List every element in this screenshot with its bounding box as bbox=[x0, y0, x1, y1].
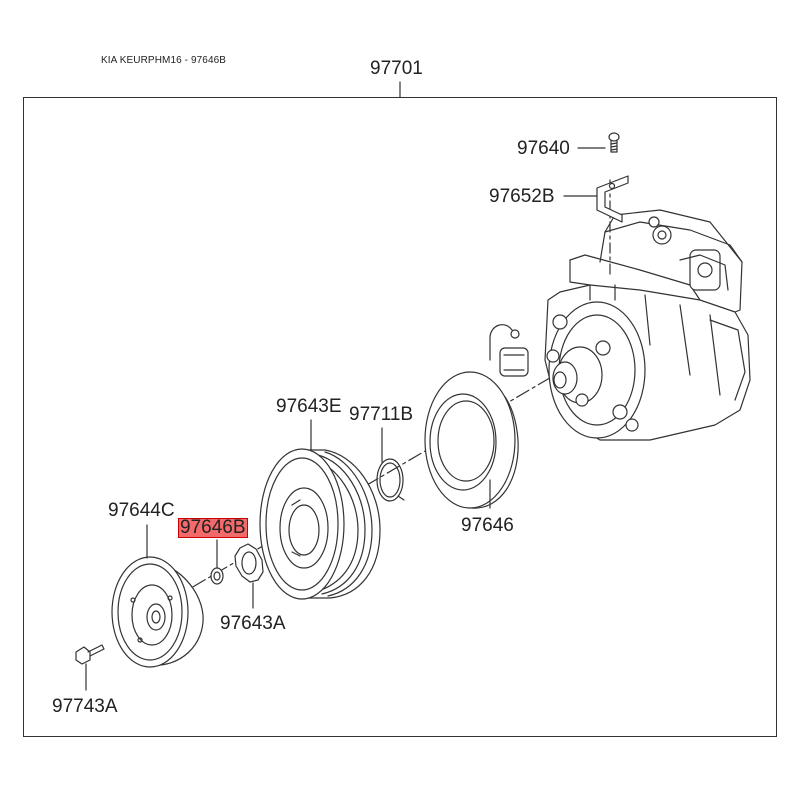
diagram-caption: KIA KEURPHM16 - 97646B bbox=[101, 55, 227, 66]
label-screw-top[interactable]: 97640 bbox=[517, 138, 570, 159]
bracket-illustration bbox=[596, 175, 629, 223]
label-shim-washer[interactable]: 97643A bbox=[220, 613, 286, 634]
compressor-illustration bbox=[544, 209, 751, 441]
screw-illustration bbox=[608, 132, 620, 153]
bolt-illustration bbox=[75, 644, 105, 665]
label-pulley[interactable]: 97643E bbox=[276, 396, 342, 417]
coil-illustration bbox=[424, 324, 529, 509]
assembly-part-number: 97701 bbox=[370, 58, 423, 79]
label-bracket[interactable]: 97652B bbox=[489, 186, 555, 207]
label-field-coil[interactable]: 97646 bbox=[461, 515, 514, 536]
hub-illustration bbox=[111, 556, 204, 668]
shim-illustration bbox=[234, 543, 264, 583]
label-highlighted-part[interactable]: 97646B bbox=[178, 517, 248, 538]
label-snap-ring[interactable]: 97711B bbox=[349, 404, 414, 425]
snap-ring-illustration bbox=[376, 458, 405, 502]
leader-lines bbox=[85, 147, 606, 691]
washer-illustration bbox=[210, 567, 224, 585]
label-hub-plate[interactable]: 97644C bbox=[108, 500, 175, 521]
label-bolt[interactable]: 97743A bbox=[52, 696, 118, 717]
pulley-illustration bbox=[259, 448, 381, 600]
